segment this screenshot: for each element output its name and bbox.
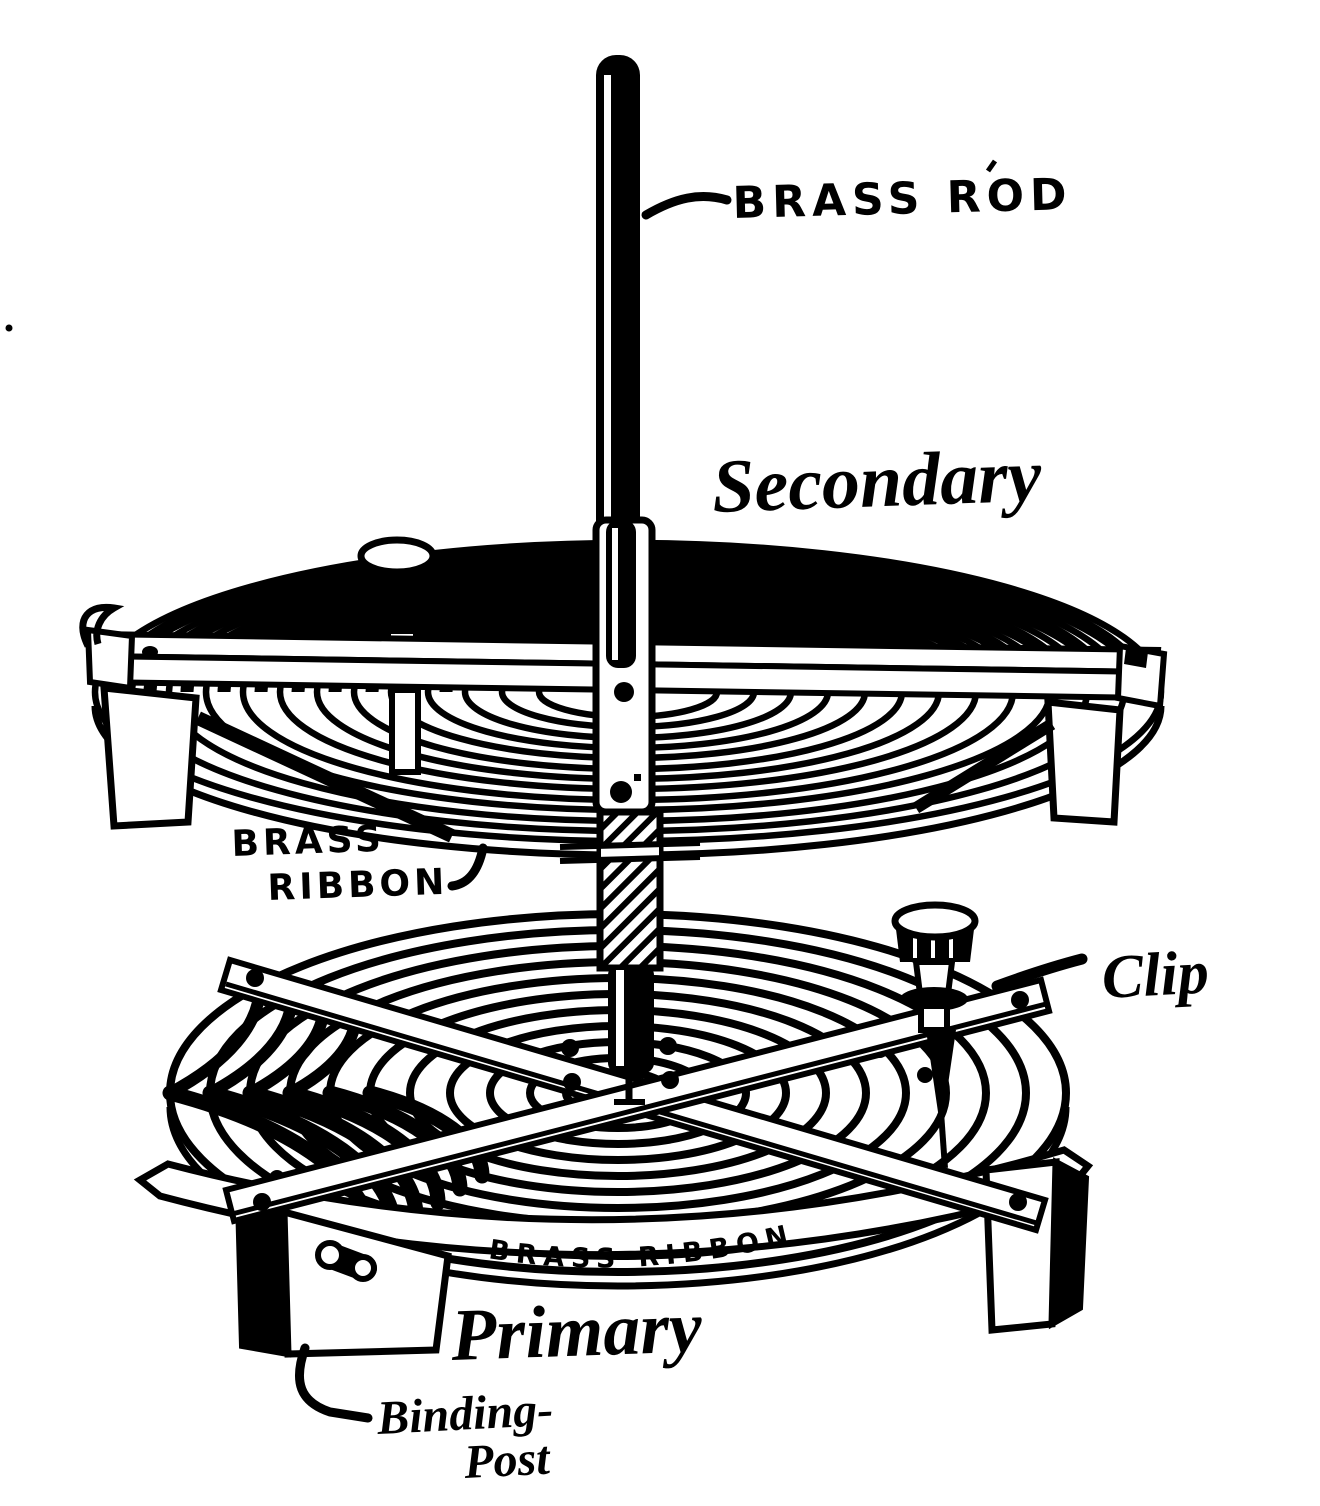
brass-rod	[596, 55, 640, 665]
clip-label: Clip	[1100, 938, 1210, 1011]
ink-speck	[5, 324, 13, 332]
binding-post-label-line2: Post	[462, 1432, 553, 1490]
secondary-foot-left	[100, 684, 455, 843]
cross-arm-rivets	[246, 969, 1029, 1211]
secondary-terminal-knob	[357, 536, 437, 634]
primary-label: Primary	[449, 1286, 705, 1377]
threaded-rod	[559, 808, 701, 972]
secondary-label: Secondary	[711, 434, 1043, 529]
brass-ribbon-upper-label-line2: RIBBON	[267, 862, 449, 909]
labels: BRASS ROD Secondary BRASS RIBBON Clip Pr…	[231, 159, 1210, 1490]
brass-rod-leader	[641, 192, 732, 220]
brass-ribbon-upper-label-line1: BRASS	[231, 819, 386, 865]
wire-hook	[79, 603, 125, 648]
brass-rod-label: BRASS ROD	[732, 169, 1073, 229]
rod-lower-end	[608, 965, 654, 1105]
clip-leader	[991, 953, 1088, 992]
winding-rivet	[917, 1067, 933, 1083]
brass-ribbon-leader	[447, 843, 488, 891]
binding-post-leader	[294, 1343, 373, 1423]
clip-assembly	[891, 901, 979, 1169]
tick-mark	[985, 159, 998, 173]
binding-post-label-line1: Binding-	[375, 1383, 555, 1445]
secondary-foot-right	[912, 698, 1124, 826]
secondary-coil	[79, 516, 1168, 859]
binding-post	[315, 1240, 377, 1282]
rod-bracket	[592, 516, 656, 816]
